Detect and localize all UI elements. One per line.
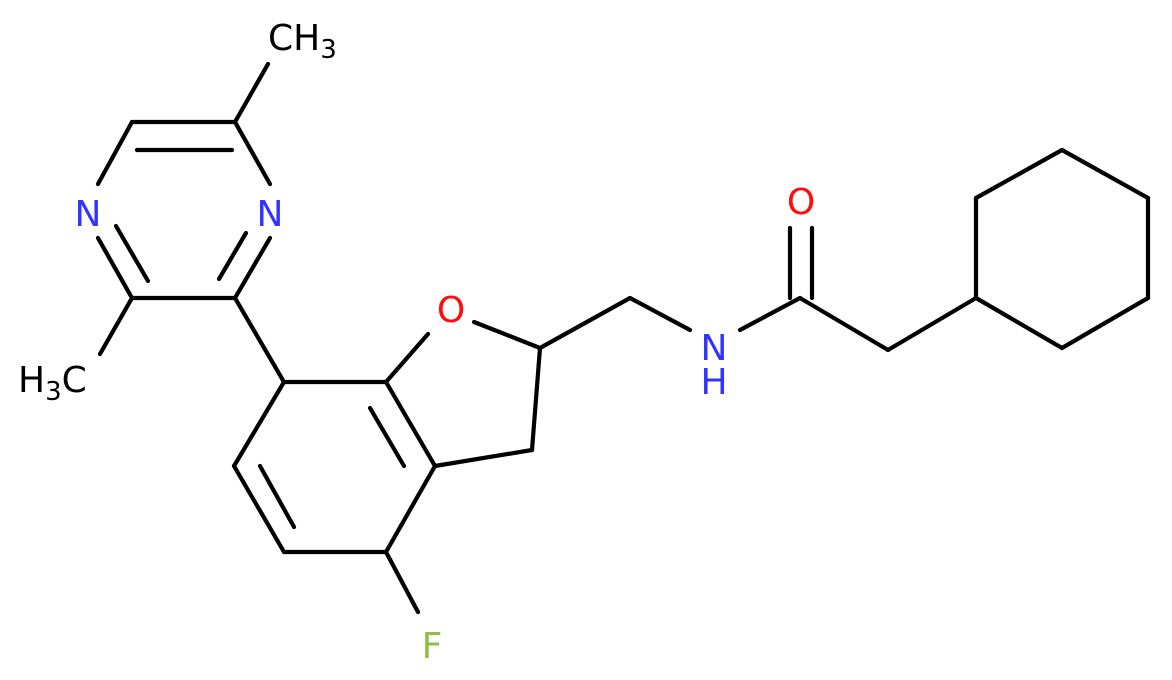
bond: [973, 147, 1065, 201]
bond: [471, 319, 543, 351]
fluorine-label: F: [422, 626, 443, 667]
chain-bond: [627, 295, 693, 333]
bond: [383, 379, 438, 469]
fluorine-bond: [383, 549, 421, 615]
methyl-bond-left: [97, 295, 135, 357]
nitrogen-label-right: N: [257, 194, 284, 235]
chain-bond: [537, 295, 633, 351]
bond: [432, 447, 535, 469]
bond: [216, 230, 249, 282]
bond: [529, 345, 543, 453]
bond: [1059, 147, 1151, 201]
bond: [367, 405, 407, 469]
chain-bond: [737, 295, 803, 333]
pyrazine-ring: [95, 119, 273, 301]
bond: [95, 119, 135, 187]
bond: [113, 223, 151, 284]
bond: [232, 119, 273, 187]
benzene-ring: [231, 379, 438, 555]
bond: [257, 463, 297, 530]
cyclohexane-ring: [973, 147, 1151, 351]
bond: [95, 235, 135, 301]
carbonyl-oxygen-label: O: [787, 182, 815, 223]
bond: [1059, 295, 1151, 351]
dihydrofuran-ring: [383, 319, 543, 469]
bond: [383, 331, 431, 385]
chain-bond: [797, 295, 891, 353]
methyl-left-label: H3C: [18, 360, 87, 407]
methyl-top-label: CH3: [268, 18, 337, 65]
bond: [231, 379, 287, 469]
amide-nitrogen-label: N: [701, 328, 728, 369]
nitrogen-label-left: N: [75, 194, 102, 235]
bond: [232, 235, 273, 301]
biaryl-bond: [232, 295, 287, 385]
chain-bond: [885, 295, 979, 353]
ring-oxygen-label: O: [437, 290, 465, 331]
bond: [383, 463, 438, 555]
bond: [231, 463, 287, 555]
methyl-bond-top: [232, 61, 271, 125]
bond: [973, 295, 1065, 351]
amide-hydrogen-label: H: [700, 362, 727, 403]
